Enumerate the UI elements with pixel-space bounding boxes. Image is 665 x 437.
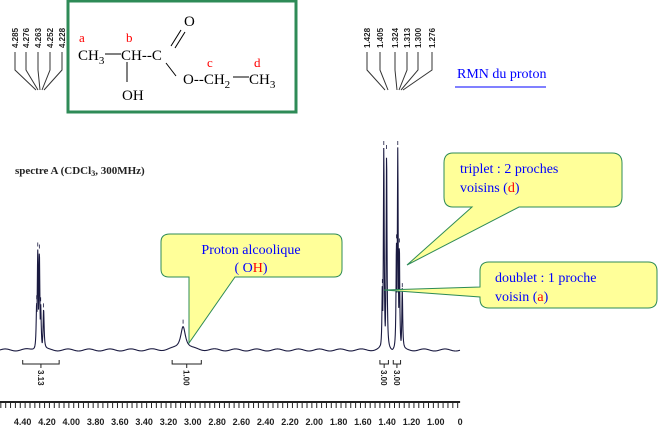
spectrum-trace: [0, 147, 461, 352]
integrals: 3.13 1.00 3.00 3.00: [22, 360, 402, 386]
ch-b: CH--C: [121, 48, 162, 64]
axis-tick-label: 4.20: [38, 417, 56, 427]
bond: [165, 62, 177, 77]
integral-value: 3.00: [379, 370, 388, 386]
peak-label: 1.324: [391, 27, 400, 48]
integral-value: 3.13: [36, 370, 45, 386]
callout-doublet: doublet : 1 proche voisin (a): [383, 261, 658, 309]
peak-label: 1.300: [414, 27, 423, 48]
axis-tick-label: 1.40: [378, 417, 396, 427]
axis-tick-label: 1.20: [403, 417, 421, 427]
axis-tick-label: 0: [458, 417, 463, 427]
integral-bracket: [22, 360, 60, 368]
callout-oh: Proton alcoolique ( OH): [160, 233, 343, 345]
ch3-a: CH3: [78, 48, 105, 67]
label-c: c: [207, 55, 213, 70]
peak-leader-line: [400, 52, 419, 91]
peak-leader-line: [25, 52, 39, 91]
peak-label: 1.428: [363, 27, 372, 48]
callout-triplet-line1: triplet : 2 proches: [460, 162, 558, 177]
axis-tick-label: 2.60: [233, 417, 251, 427]
peak-leader-line: [14, 52, 37, 91]
callout-oh-line1: Proton alcoolique: [201, 243, 300, 258]
peak-leader-line: [398, 52, 408, 91]
hydroxyl: OH: [122, 88, 144, 104]
peak-label: 4.263: [34, 27, 43, 48]
label-b: b: [126, 30, 133, 45]
callout-triplet: triplet : 2 proches voisins (d): [406, 152, 623, 266]
rmn-link[interactable]: RMN du proton: [457, 67, 546, 82]
axis-tick-label: 3.80: [87, 417, 105, 427]
peak-leader-line: [43, 52, 63, 91]
peak-label: 4.276: [22, 27, 31, 48]
peak-label: 1.405: [376, 27, 385, 48]
axis-tick-label: 3.40: [135, 417, 153, 427]
axis-tick-label: 2.40: [257, 417, 275, 427]
callout-doublet-line1: doublet : 1 proche: [495, 271, 596, 286]
molecule-structure: a b c d CH3 CH--C O O--CH2 CH3 OH: [66, 0, 298, 114]
peak-label: 1.313: [403, 27, 412, 48]
axis-tick-label: 1.00: [427, 417, 445, 427]
axis-tick-label: 1.60: [354, 417, 372, 427]
peak-label: 1.276: [428, 27, 437, 48]
peak-leader-line: [41, 52, 51, 91]
integral-bracket: [379, 360, 389, 368]
axis-tick-label: 3.20: [160, 417, 178, 427]
integral-bracket: [171, 360, 202, 368]
callout-doublet-line2: voisin (a): [495, 290, 549, 305]
double-bond: [170, 29, 182, 47]
axis-tick-label: 2.80: [208, 417, 226, 427]
integral-bracket: [392, 360, 402, 368]
ester-group: O--CH2: [183, 72, 230, 91]
axis-tick-label: 3.60: [111, 417, 129, 427]
structure-border: [66, 0, 298, 114]
spectrum: [0, 141, 461, 352]
peak-leader-line: [37, 52, 41, 91]
axis-tick-label: 4.40: [14, 417, 32, 427]
peak-label: 4.252: [46, 27, 55, 48]
peak-leader-line: [394, 52, 398, 91]
x-axis: 4.40 4.20 4.00 3.80 3.60 3.40 3.20 3.00 2.80 2.60…: [0, 401, 463, 427]
callout-triplet-line2: voisins (d): [460, 181, 520, 196]
axis-tick-label: 2.20: [281, 417, 299, 427]
double-bond: [174, 31, 186, 49]
peak-leader-line: [366, 52, 386, 91]
axis-tick-label: 3.00: [184, 417, 202, 427]
peak-label: 4.228: [58, 27, 67, 48]
callout-oh-line2: ( OH): [234, 261, 267, 276]
spectrum-title: spectre A (CDCl3, 300MHz): [15, 165, 145, 178]
peak-label: 4.285: [11, 27, 20, 48]
ch3-d: CH3: [249, 72, 276, 91]
peak-leader-line: [402, 52, 433, 91]
axis-tick-label: 1.80: [330, 417, 348, 427]
axis-tick-label: 4.00: [63, 417, 81, 427]
axis-tick-label: 2.00: [306, 417, 324, 427]
peak-leader-line: [379, 52, 389, 91]
label-a: a: [79, 30, 85, 45]
integral-value: 1.00: [182, 370, 191, 386]
integral-value: 3.00: [392, 370, 401, 386]
carbonyl-oxygen: O: [184, 14, 195, 30]
label-d: d: [254, 55, 261, 70]
